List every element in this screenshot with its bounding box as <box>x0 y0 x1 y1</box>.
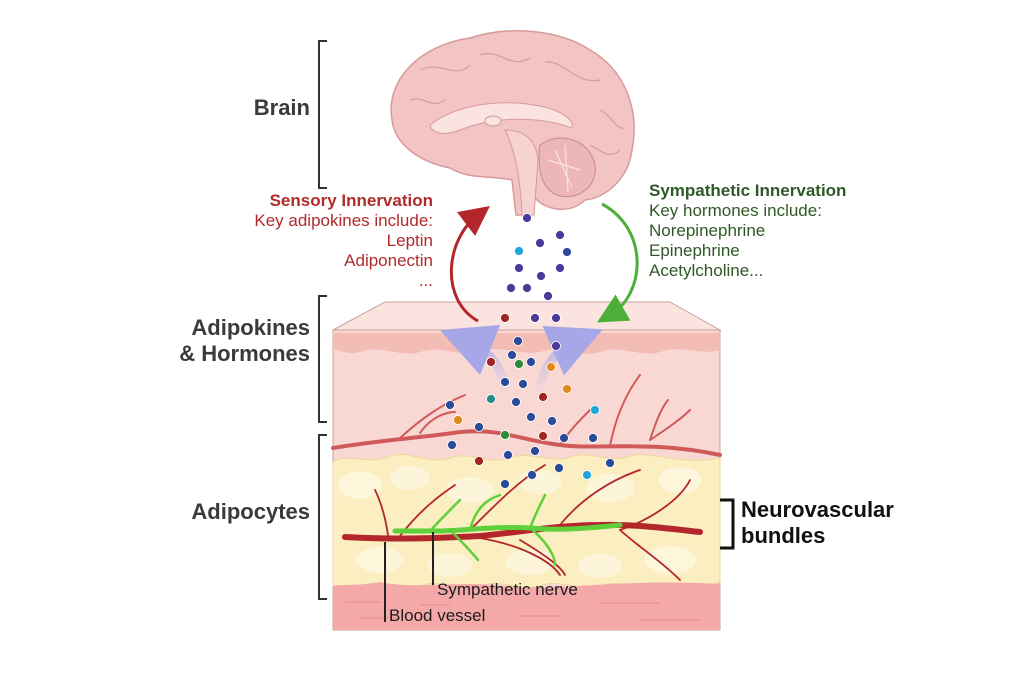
molecule-dot <box>605 458 615 468</box>
molecule-dot <box>486 357 496 367</box>
molecule-dot <box>546 362 556 372</box>
molecule-dot <box>538 392 548 402</box>
sympathetic-subtitle: Key hormones include: <box>649 201 822 220</box>
neurovascular-line2: bundles <box>741 523 826 548</box>
molecule-dot <box>514 246 524 256</box>
sympathetic-innervation-block: Sympathetic Innervation Key hormones inc… <box>649 181 909 281</box>
molecule-dot <box>588 433 598 443</box>
molecule-dot <box>582 470 592 480</box>
molecule-dot <box>526 412 536 422</box>
blood-vessel-label: Blood vessel <box>389 606 486 625</box>
molecule-dot <box>543 291 553 301</box>
sensory-item: Adiponectin <box>344 251 433 270</box>
sensory-title: Sensory Innervation <box>269 191 433 210</box>
adipokines-label-line1: Adipokines <box>191 315 310 340</box>
molecule-dot <box>551 341 561 351</box>
sensory-item: Leptin <box>386 231 433 250</box>
molecule-dot <box>526 357 536 367</box>
molecule-dot <box>445 400 455 410</box>
molecule-dot <box>547 416 557 426</box>
molecule-dot <box>562 384 572 394</box>
sympathetic-title: Sympathetic Innervation <box>649 181 847 200</box>
molecule-dot <box>447 440 457 450</box>
neurovascular-bracket <box>720 498 735 550</box>
neurovascular-line1: Neurovascular <box>741 497 894 522</box>
molecule-dot <box>562 247 572 257</box>
molecule-dot <box>486 394 496 404</box>
molecule-dot <box>500 479 510 489</box>
molecule-dot <box>555 230 565 240</box>
molecule-dot <box>500 313 510 323</box>
molecule-dot <box>527 470 537 480</box>
sensory-arrow <box>449 205 490 323</box>
adipocytes-label: Adipocytes <box>191 499 310 524</box>
adipokines-bracket <box>318 295 327 423</box>
molecule-dot <box>590 405 600 415</box>
molecule-dot <box>554 463 564 473</box>
molecule-dot <box>500 430 510 440</box>
adipokines-hormones-label: Adipokines & Hormones <box>130 315 310 367</box>
molecule-dot <box>518 379 528 389</box>
sympathetic-item: Acetylcholine... <box>649 261 764 280</box>
molecule-dot <box>530 313 540 323</box>
molecule-dot <box>507 350 517 360</box>
dermis-vessels <box>331 374 722 457</box>
adipokines-label-line2: & Hormones <box>179 341 310 366</box>
tissue-block <box>332 301 722 631</box>
molecule-dot <box>514 263 524 273</box>
molecule-dot <box>522 283 532 293</box>
molecule-dot <box>506 283 516 293</box>
molecule-dot <box>453 415 463 425</box>
sympathetic-arrow <box>596 202 639 323</box>
molecule-dot <box>530 446 540 456</box>
molecule-dot <box>522 213 532 223</box>
molecule-dot <box>500 377 510 387</box>
molecule-dot <box>536 271 546 281</box>
molecule-dot <box>474 456 484 466</box>
vessels-and-nerve <box>342 464 703 581</box>
molecule-dot <box>551 313 561 323</box>
sympathetic-item: Epinephrine <box>649 241 740 260</box>
molecule-dot <box>513 336 523 346</box>
molecule-dot <box>559 433 569 443</box>
sensory-innervation-block: Sensory Innervation Key adipokines inclu… <box>190 191 433 291</box>
brain-label: Brain <box>253 95 310 120</box>
brain-bracket <box>318 40 327 189</box>
sensory-subtitle: Key adipokines include: <box>254 211 433 230</box>
sympathetic-item: Norepinephrine <box>649 221 766 240</box>
molecule-dot <box>511 397 521 407</box>
molecule-dot <box>535 238 545 248</box>
sympathetic-nerve-label: Sympathetic nerve <box>437 580 578 599</box>
molecule-dot <box>474 422 484 432</box>
molecule-dot <box>555 263 565 273</box>
molecule-dot <box>514 359 524 369</box>
neurovascular-bundles-label: Neurovascular bundles <box>741 497 894 549</box>
brain-illustration <box>390 30 635 216</box>
sensory-item: ... <box>418 271 433 290</box>
molecules <box>445 213 615 489</box>
molecule-dot <box>503 450 513 460</box>
molecule-dot <box>538 431 548 441</box>
adipocytes-bracket <box>318 434 327 600</box>
